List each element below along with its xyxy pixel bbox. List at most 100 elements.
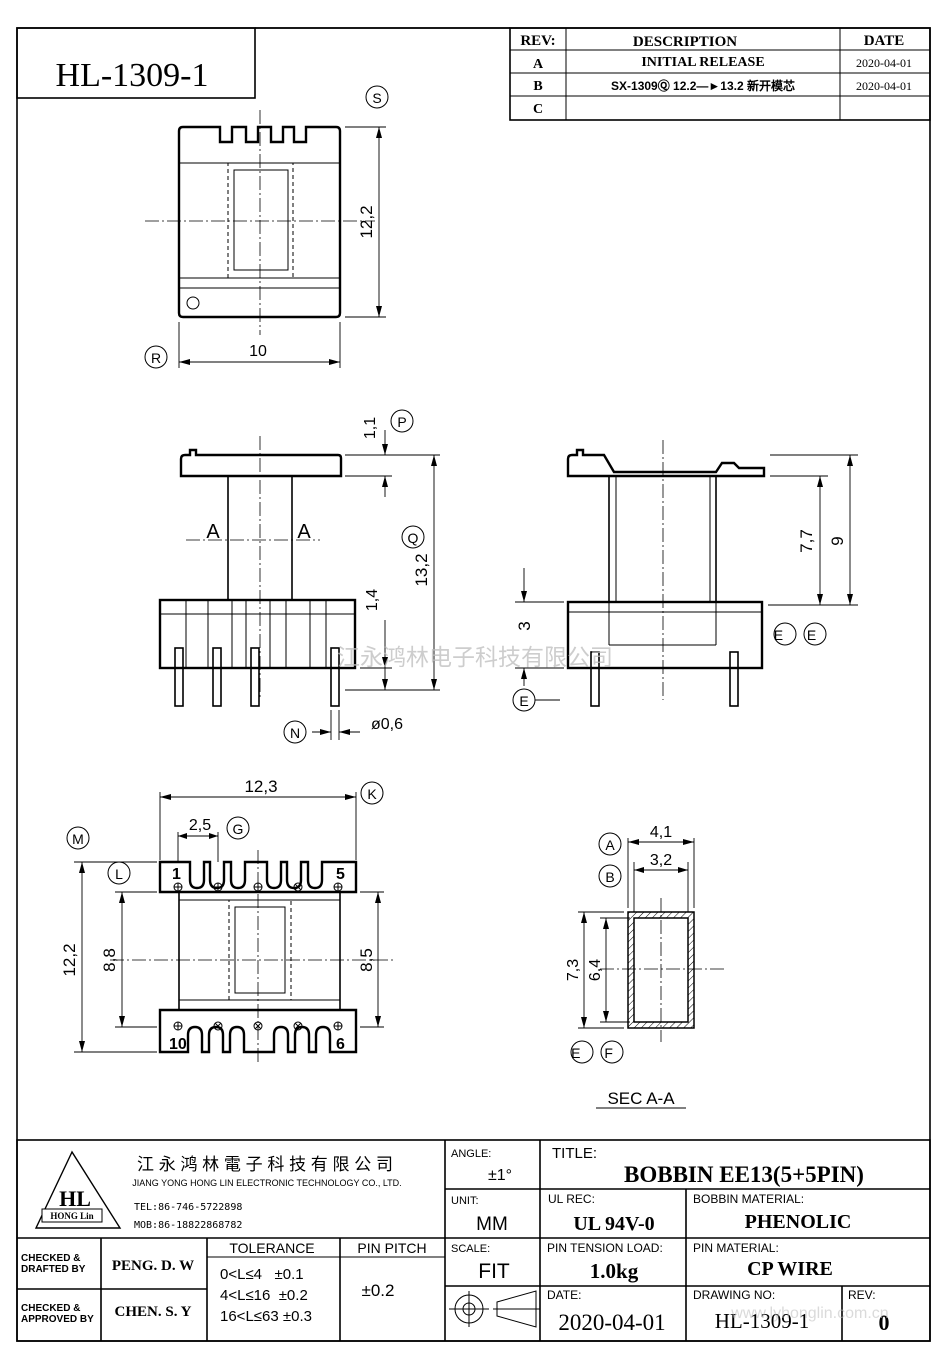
checked-approved-label: CHECKED & APPROVED BY [21,1303,94,1325]
tolerance-row-3: 16<L≤63 ±0.3 [220,1308,312,1325]
date-label: DATE: [547,1288,581,1302]
pin-material-value: CP WIRE [747,1258,833,1280]
company-name-cn: 江 永 鸿 林 電 子 科 技 有 限 公 司 [137,1155,393,1174]
title-block: HL HONG Lin 江 永 鸿 林 電 子 科 技 有 限 公 司 JIAN… [16,1139,931,1342]
callout-e: E [519,693,528,709]
checked-approved-value: CHEN. S. Y [115,1304,192,1320]
top-dim-width: 10 [249,343,267,360]
unit-label: UNIT: [451,1195,479,1207]
pin-tension-value: 1.0kg [590,1259,639,1283]
callout-b: B [605,869,614,885]
callout-g: G [233,821,244,837]
callout-ee: E E [774,627,827,643]
checked-approved-label-line2: APPROVED BY [21,1314,94,1325]
callout-l: L [115,866,123,882]
bottom-dim-width: 12,3 [244,777,277,796]
unit-value: MM [476,1214,508,1235]
tolerance-row-1: 0<L≤4 ±0.1 [220,1266,304,1283]
pin-pitch-value: ±0.2 [362,1281,395,1300]
checked-drafted-label-line2: DRAFTED BY [21,1264,86,1275]
front-dim-base: 1,4 [364,589,381,611]
pin-6-label: 6 [336,1036,345,1053]
callout-q: Q [408,530,419,546]
section-title: SEC A-A [607,1089,675,1108]
bottom-dim-122: 12,2 [60,943,79,976]
pin-5-label: 5 [336,866,345,883]
pin-tension-label: PIN TENSION LOAD: [547,1241,663,1255]
front-dim-pin: ø0,6 [371,716,403,733]
company-name-en: JIANG YONG HONG LIN ELECTRONIC TECHNOLOG… [132,1178,401,1188]
callout-n: N [290,725,300,741]
checked-drafted-value: PENG. D. W [112,1258,194,1274]
rev-value: 0 [879,1310,890,1335]
drawing-no-value: HL-1309-1 [715,1309,809,1333]
rev-label: REV: [848,1288,876,1302]
checked-drafted-label-line1: CHECKED & [21,1253,80,1264]
bottom-dim-85: 8,5 [357,948,376,972]
title-value: BOBBIN EE13(5+5PIN) [624,1162,864,1187]
top-view: 12,2 10 S R [144,85,389,369]
checked-approved-label-line1: CHECKED & [21,1303,80,1314]
front-dim-flange: 1,1 [362,417,379,439]
section-a-right: A [297,521,311,543]
projection-symbol-icon [449,1290,540,1328]
checked-drafted-label: CHECKED & DRAFTED BY [21,1253,86,1275]
title-label: TITLE: [552,1145,597,1162]
part-number: HL-1309-1 [56,57,209,94]
bobbin-material-label: BOBBIN MATERIAL: [693,1192,804,1206]
section-dim-73: 7,3 [565,959,582,981]
watermark-url: www.lyhonglin.com.cn [730,1305,888,1322]
section-view: 4,1 3,2 A B 7,3 6,4 E F SEC A-A [565,824,726,1109]
tolerance-row-2: 4<L≤16 ±0.2 [220,1287,308,1304]
tolerance-label: TOLERANCE [229,1240,314,1256]
side-dim-3: 3 [515,621,534,630]
callout-m: M [72,831,84,847]
sheet-border [16,27,931,1342]
callout-ef: E F [571,1045,623,1061]
pin-material-label: PIN MATERIAL: [693,1241,779,1255]
ul-rec-value: UL 94V-0 [573,1213,654,1235]
callout-p: P [397,414,406,430]
logo-text: HONG Lin [50,1211,93,1221]
section-dim-64: 6,4 [587,959,604,981]
side-dim-9: 9 [828,536,847,545]
date-value: 2020-04-01 [558,1310,665,1335]
date-header: DATE [864,33,905,49]
scale-value: FIT [478,1260,510,1283]
section-dim-41: 4,1 [650,824,672,841]
bottom-view: 1 5 10 6 12,3 K 2,5 G M L 12,2 [60,777,395,1062]
rev-header: REV: [520,33,555,49]
drawing-no-label: DRAWING NO: [693,1288,775,1302]
bottom-dim-88: 8,8 [100,948,119,972]
part-number-box: HL-1309-1 [16,27,256,99]
company-logo: HL HONG Lin [34,1150,122,1229]
side-dim-77: 7,7 [797,529,816,553]
front-dim-height: 13,2 [412,553,431,586]
angle-value: ±1° [488,1167,512,1184]
callout-a: A [605,837,615,853]
logo-letters: HL [59,1186,91,1211]
rev-row-b: B [533,79,542,94]
rev-row-a-description: INITIAL RELEASE [641,55,764,70]
section-a-left: A [206,521,220,543]
rev-row-b-description: SX-1309Ⓠ 12.2—►13.2 新开模芯 [611,78,795,93]
front-view: A A 1,1 13,2 1,4 ø0,6 P Q N [158,409,440,744]
description-header: DESCRIPTION [633,34,737,50]
pin-1-label: 1 [172,866,181,883]
bobbin-material-value: PHENOLIC [745,1211,852,1233]
watermark: 江永鸿林电子科技有限公司 [337,644,613,670]
callout-k: K [367,786,377,802]
pin-10-label: 10 [169,1036,187,1053]
company-mob: MOB:86-18822868782 [134,1220,242,1231]
side-view: 7,7 9 3 E E E [512,440,858,712]
callout-s: S [372,90,381,106]
ul-rec-label: UL REC: [548,1192,595,1206]
bottom-dim-pitch: 2,5 [189,817,211,834]
section-dim-32: 3,2 [650,852,672,869]
revision-table: REV: DESCRIPTION DATE A INITIAL RELEASE … [509,27,931,121]
company-tel: TEL:86-746-5722898 [134,1202,242,1213]
rev-row-b-date: 2020-04-01 [856,79,912,93]
rev-row-a-date: 2020-04-01 [856,56,912,70]
callout-r: R [151,350,161,366]
